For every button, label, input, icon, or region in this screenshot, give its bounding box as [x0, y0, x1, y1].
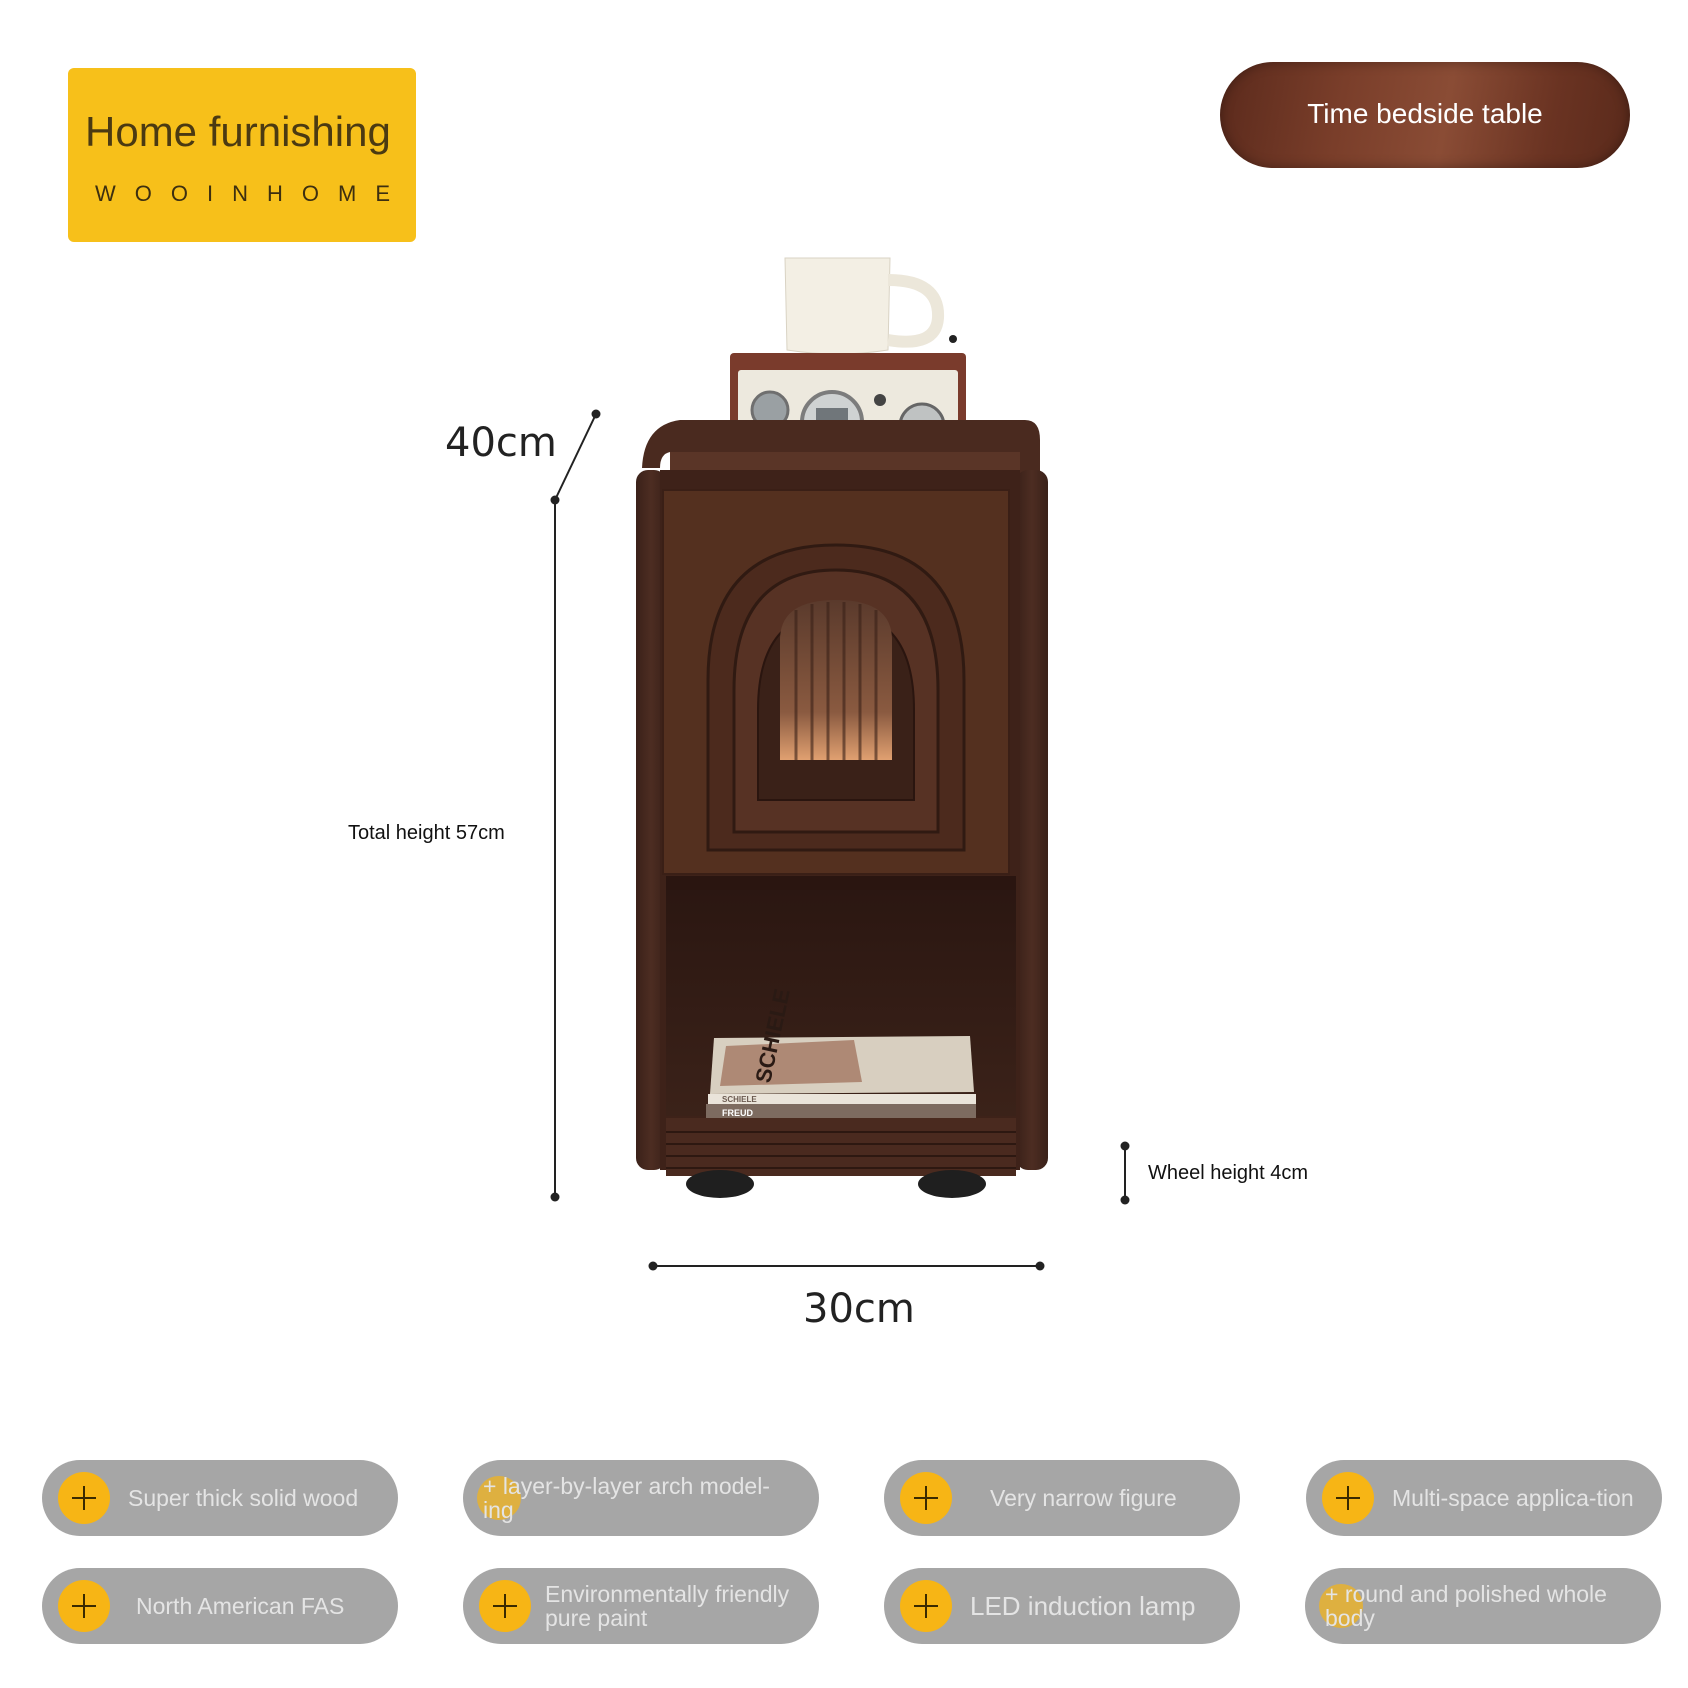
plus-icon: [58, 1472, 110, 1524]
feature-label: Multi-space applica-tion: [1392, 1485, 1634, 1511]
plus-icon: [1322, 1472, 1374, 1524]
brand-subtitle: WOOINHOME: [95, 181, 409, 206]
feature-pill: + round and polished whole body: [1305, 1568, 1661, 1644]
svg-text:FREUD: FREUD: [722, 1108, 753, 1118]
wheel-height-label: Wheel height 4cm: [1148, 1162, 1309, 1184]
brand-title: Home furnishing: [85, 108, 391, 155]
books-icon: FREUD SCHIELE SCHIELE: [706, 987, 976, 1120]
depth-dot-top: [591, 409, 601, 419]
feature-label: + layer-by-layer arch model-ing: [483, 1473, 770, 1523]
feature-pill: Environmentally friendly pure paint: [463, 1568, 819, 1644]
plus-icon: [58, 1580, 110, 1632]
feature-pill: North American FAS: [42, 1568, 398, 1644]
wheel-dot-top: [1120, 1141, 1130, 1151]
mug-icon: [784, 257, 945, 355]
brand-badge: Home furnishing WOOINHOME: [68, 68, 416, 242]
width-label: 30cm: [803, 1286, 915, 1332]
feature-label: Environmentally friendly pure paint: [545, 1581, 790, 1631]
height-dot-bottom: [550, 1192, 560, 1202]
plus-icon: [477, 1476, 521, 1520]
product-name: Time bedside table: [1307, 98, 1543, 129]
plus-icon: [900, 1580, 952, 1632]
plus-icon: [479, 1580, 531, 1632]
feature-pill: + layer-by-layer arch model-ing: [463, 1460, 819, 1536]
feature-label: North American FAS: [136, 1593, 345, 1619]
mug-dot: [949, 335, 957, 343]
plus-icon: [1319, 1584, 1363, 1628]
feature-label: LED induction lamp: [970, 1591, 1196, 1621]
plus-icon: [900, 1472, 952, 1524]
feature-label: Very narrow figure: [990, 1485, 1177, 1511]
feature-label: + round and polished whole body: [1325, 1581, 1607, 1631]
feature-pill: Super thick solid wood: [42, 1460, 398, 1536]
wheel-right-icon: [918, 1170, 986, 1198]
feature-pill: Very narrow figure: [884, 1460, 1240, 1536]
feature-pill: LED induction lamp: [884, 1568, 1240, 1644]
cabinet-left-side: [636, 470, 666, 1170]
depth-line: [554, 413, 597, 501]
feature-label: Super thick solid wood: [128, 1485, 359, 1511]
width-dot-left: [648, 1261, 658, 1271]
total-height-label: Total height 57cm: [348, 822, 505, 844]
width-dot-right: [1035, 1261, 1045, 1271]
cabinet-right-side: [1016, 470, 1048, 1170]
depth-label: 40cm: [445, 420, 557, 466]
bedside-table-illustration: FREUD SCHIELE SCHIELE: [636, 257, 1048, 1198]
feature-pill: Multi-space applica-tion: [1306, 1460, 1662, 1536]
wheel-dot-bottom: [1120, 1195, 1130, 1205]
wheel-left-icon: [686, 1170, 754, 1198]
led-window: [780, 600, 892, 760]
svg-text:SCHIELE: SCHIELE: [722, 1095, 757, 1104]
product-name-pill: Time bedside table: [1220, 62, 1630, 168]
